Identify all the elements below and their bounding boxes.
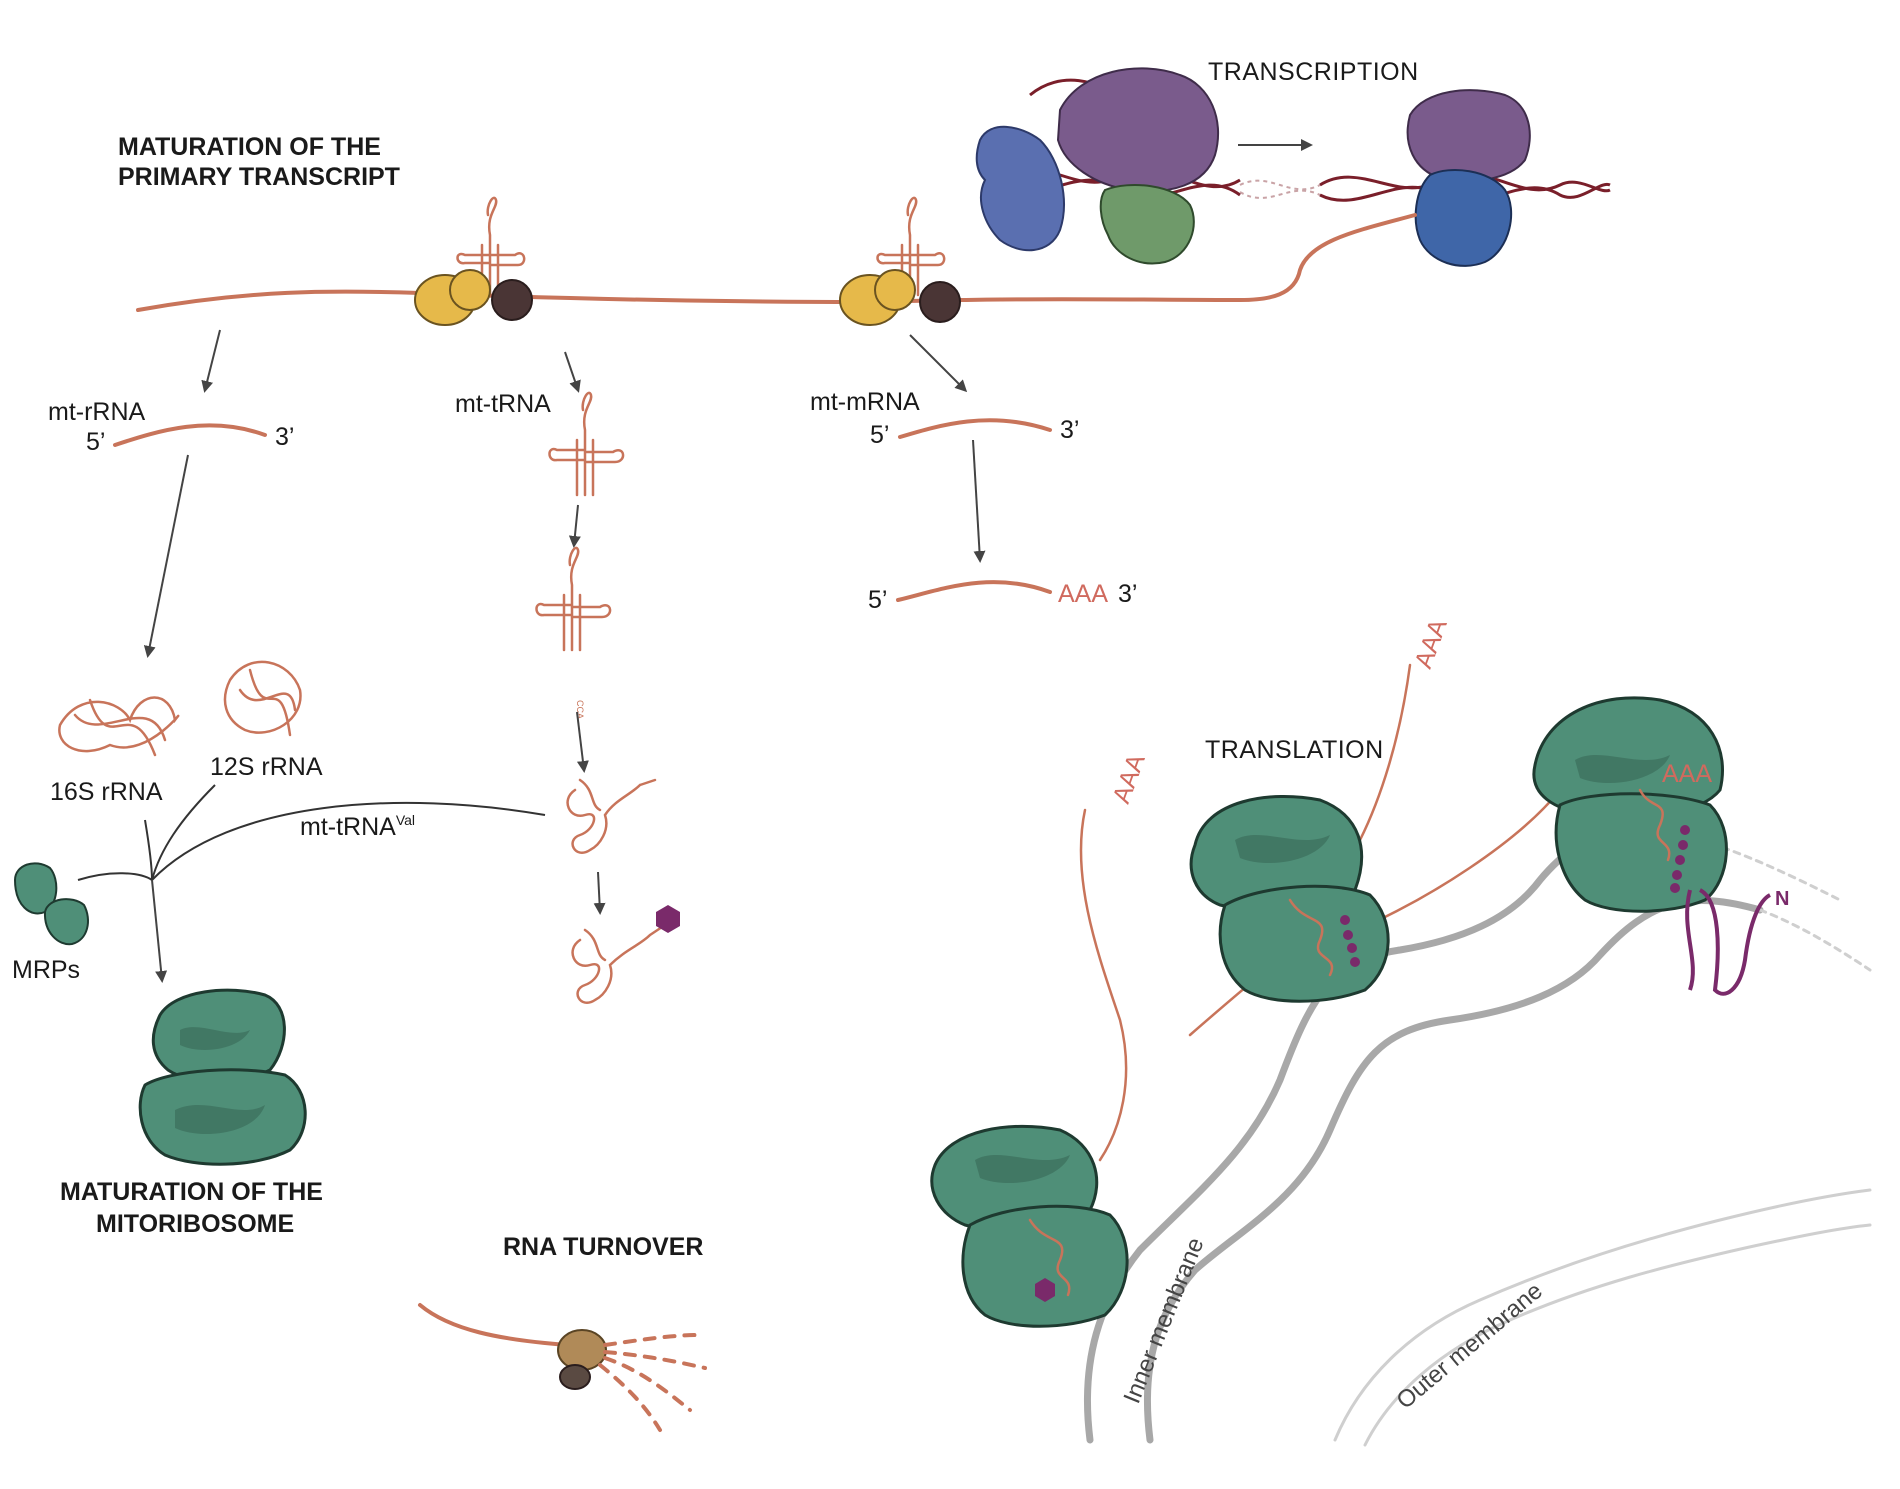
polyadenylated-mrna-strand xyxy=(896,580,1052,602)
mrna-strand-middle-ribosome xyxy=(1358,663,1412,842)
mt-rrna-3prime-label: 3’ xyxy=(275,423,294,451)
amino-acid-hexagon xyxy=(656,905,680,933)
tfam-protein-left xyxy=(975,125,1065,252)
mt-trna-val-label: mt-tRNAVal xyxy=(300,812,415,841)
initiator-amino-acid xyxy=(1035,1278,1055,1302)
maturation-primary-heading-line2: PRIMARY TRANSCRIPT xyxy=(118,163,400,191)
mt-trna-branch: mt-tRNA CCA xyxy=(455,390,680,1004)
degraded-fragment-1 xyxy=(603,1333,702,1347)
mt-mrna-label: mt-mRNA xyxy=(810,388,920,416)
arrow-to-mt-trna xyxy=(564,351,581,393)
arrow-folded-to-charged xyxy=(593,871,606,915)
rna-turnover-section: RNA TURNOVER xyxy=(418,1233,707,1432)
maturation-primary-heading-line1: MATURATION OF THE xyxy=(118,133,381,161)
outer-membrane-label: Outer membrane xyxy=(1392,1277,1548,1414)
rnase-p-enzyme-2 xyxy=(919,281,961,323)
degraded-fragment-3 xyxy=(603,1356,692,1412)
transcription-section: TRANSCRIPTION xyxy=(975,58,1611,302)
inserted-membrane-protein xyxy=(1685,888,1772,996)
nascent-peptide-middle xyxy=(1340,915,1360,967)
mt-trna-label: mt-tRNA xyxy=(455,390,551,418)
degraded-fragment-4 xyxy=(598,1363,662,1432)
mature-trna-cloverleaf xyxy=(548,391,625,497)
feed-line-mrps xyxy=(77,872,153,881)
arrow-to-rrnas xyxy=(143,454,189,658)
polya-mrna-5prime-label: 5’ xyxy=(868,586,887,614)
12s-rrna-folded-shape xyxy=(223,660,302,737)
translating-mitoribosome-lower xyxy=(930,1124,1129,1328)
mt-mrna-branch: mt-mRNA 5’ 3’ 5’ AAA 3’ xyxy=(810,388,1137,614)
nascent-transcript xyxy=(1238,213,1417,302)
mt-mrna-3prime-label: 3’ xyxy=(1060,416,1079,444)
polya-label-lower: AAA xyxy=(1107,750,1151,807)
arrow-to-polyadenylated xyxy=(972,439,986,563)
feed-line-16s xyxy=(144,819,153,881)
mt-mrna-5prime-label: 5’ xyxy=(870,421,889,449)
translation-heading: TRANSLATION xyxy=(1205,736,1384,764)
arrow-trna-to-cca xyxy=(568,504,581,548)
translating-mitoribosome-middle xyxy=(1189,794,1390,1003)
polya-label-upper-ribosome: AAA xyxy=(1662,760,1712,788)
degraded-fragment-2 xyxy=(603,1350,707,1370)
translation-section: TRANSLATION Inner membrane Outer membran… xyxy=(930,615,1872,1447)
rnase-p-enzyme-1 xyxy=(491,279,533,321)
arrow-cca-to-folded xyxy=(576,711,589,773)
polya-mrna-3prime-label: 3’ xyxy=(1118,580,1137,608)
12s-rrna-label: 12S rRNA xyxy=(210,753,323,781)
mrps-label: MRPs xyxy=(12,956,80,984)
mt-rna-polymerase-left xyxy=(1056,67,1220,193)
aminoacylated-trna xyxy=(571,923,667,1004)
processing-enzyme-elac2-1 xyxy=(414,269,491,326)
tfb2m-protein-left xyxy=(1099,184,1195,265)
rna-turnover-heading: RNA TURNOVER xyxy=(503,1233,703,1261)
decaying-rna-strand xyxy=(418,1303,570,1347)
mt-mrna-strand xyxy=(898,418,1052,439)
mt-rrna-label: mt-rRNA xyxy=(48,398,146,426)
mt-rna-polymerase-right xyxy=(1406,89,1531,182)
outer-membrane xyxy=(1333,1188,1872,1447)
feed-line-12s xyxy=(151,784,216,881)
16s-rrna-folded-shape xyxy=(58,696,180,757)
folded-trna-l-shape xyxy=(566,778,657,854)
translating-mitoribosome-upper: AAA xyxy=(1532,696,1728,913)
arrow-to-mitoribosome xyxy=(151,879,168,983)
n-terminus-label: N xyxy=(1775,888,1789,910)
mt-rrna-5prime-label: 5’ xyxy=(86,428,105,456)
polya-tail-label: AAA xyxy=(1058,580,1108,608)
transcription-heading: TRANSCRIPTION xyxy=(1208,58,1419,86)
primary-transcript-section: MATURATION OF THE PRIMARY TRANSCRIPT xyxy=(118,133,1242,393)
maturation-mitoribosome-heading-line2: MITORIBOSOME xyxy=(96,1210,294,1238)
arrow-to-mt-mrna xyxy=(909,334,968,393)
trna-with-cca-cloverleaf xyxy=(535,546,612,652)
trna-cloverleaf-on-transcript-1 xyxy=(456,196,526,297)
processing-enzyme-elac2-2 xyxy=(839,269,916,326)
mt-rrna-branch: mt-rRNA 5’ 3’ 16S rRNA 12S rRNA mt-tRNAV… xyxy=(12,398,546,1238)
mt-rrna-strand xyxy=(113,423,267,447)
nascent-peptide-upper xyxy=(1670,825,1690,893)
trna-cloverleaf-on-transcript-2 xyxy=(876,196,946,297)
primary-transcript xyxy=(136,289,1242,312)
assembled-mitoribosome xyxy=(138,988,307,1166)
mrps-protein-shapes xyxy=(13,862,89,946)
maturation-mitoribosome-heading-line1: MATURATION OF THE xyxy=(60,1178,323,1206)
16s-rrna-label: 16S rRNA xyxy=(50,778,163,806)
tefm-protein-right xyxy=(1414,169,1513,267)
cca-tail-label: CCA xyxy=(575,700,585,719)
degradosome-complex xyxy=(557,1329,607,1390)
feed-line-trna-val xyxy=(151,801,546,881)
polya-label-upper: AAA xyxy=(1409,615,1453,672)
mrna-strand-lower-ribosome xyxy=(1079,808,1128,1162)
arrow-to-mt-rrna xyxy=(201,329,221,393)
